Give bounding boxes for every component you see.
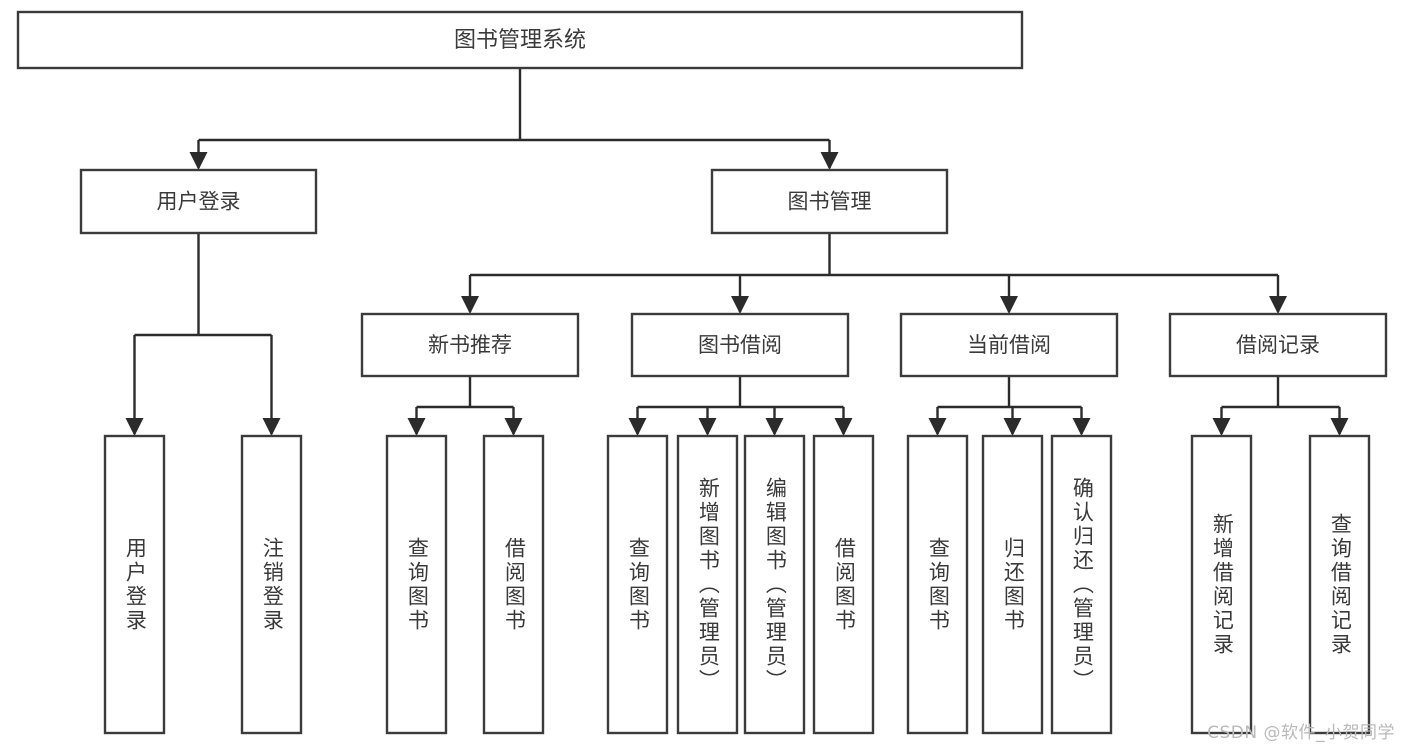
node-leaf-borrow-book-2[interactable] [812,434,875,735]
node-book-borrow-rect [630,312,850,378]
node-leaf-user-logout[interactable] [240,434,303,735]
node-leaf-add-book-rect [676,434,739,735]
arrow-head-icon [189,152,208,170]
arrow-head-icon [1072,418,1091,436]
node-leaf-confirm-return-rect [1050,434,1113,735]
node-user-login-rect [79,168,318,235]
node-leaf-query-record-rect [1308,434,1371,735]
node-borrow-record-label: 借阅记录 [1236,333,1320,357]
node-book-borrow[interactable]: 图书借阅 [630,312,850,378]
node-leaf-edit-book[interactable] [743,434,806,735]
arrow-head-icon [1212,418,1231,436]
arrow-head-icon [407,418,426,436]
node-book-borrow-label: 图书借阅 [698,333,782,357]
node-current-borrow-rect [899,312,1119,378]
node-leaf-user-login-rect [103,434,166,735]
node-leaf-return-book[interactable] [981,434,1044,735]
arrow-head-icon [698,418,717,436]
arrow-head-icon [731,296,749,314]
arrow-head-icon [765,418,784,436]
arrow-head-icon [1003,418,1022,436]
node-leaf-add-record-rect [1190,434,1253,735]
arrow-head-icon [1269,296,1287,314]
node-book-manage-rect [710,168,949,235]
arrow-head-icon [628,418,647,436]
node-borrow-record-rect [1168,312,1388,378]
arrow-head-icon [461,296,479,314]
node-leaf-query-book-1[interactable] [385,434,448,735]
node-current-borrow[interactable]: 当前借阅 [899,312,1119,378]
node-leaf-borrow-book-2-rect [812,434,875,735]
node-book-manage[interactable]: 图书管理 [710,168,949,235]
node-leaf-user-logout-rect [240,434,303,735]
node-root-system[interactable]: 图书管理系统 [16,10,1024,70]
node-borrow-record[interactable]: 借阅记录 [1168,312,1388,378]
node-root-system-label: 图书管理系统 [454,28,586,53]
node-new-book-recommend-rect [360,312,580,378]
arrow-head-icon [262,418,281,436]
arrow-head-icon [834,418,853,436]
node-new-book-recommend[interactable]: 新书推荐 [360,312,580,378]
node-leaf-query-book-3[interactable] [906,434,969,735]
node-user-login[interactable]: 用户登录 [79,168,318,235]
node-leaf-query-record[interactable] [1308,434,1371,735]
node-leaf-borrow-book-1[interactable] [482,434,545,735]
node-current-borrow-label: 当前借阅 [967,333,1051,357]
node-leaf-return-book-rect [981,434,1044,735]
node-leaf-confirm-return[interactable] [1050,434,1113,735]
arrow-head-icon [928,418,947,436]
node-leaf-user-login[interactable] [103,434,166,735]
arrow-head-icon [1330,418,1349,436]
node-leaf-query-book-1-rect [385,434,448,735]
node-user-login-label: 用户登录 [157,190,241,214]
arrow-head-icon [1000,296,1018,314]
node-book-manage-label: 图书管理 [788,190,872,214]
node-leaf-add-record[interactable] [1190,434,1253,735]
arrow-head-icon [504,418,523,436]
node-leaf-query-book-3-rect [906,434,969,735]
node-leaf-add-book[interactable] [676,434,739,735]
node-leaf-edit-book-rect [743,434,806,735]
node-new-book-recommend-label: 新书推荐 [428,333,512,357]
node-leaf-borrow-book-1-rect [482,434,545,735]
arrow-head-icon [125,418,144,436]
node-root-system-rect [16,10,1024,70]
node-leaf-query-book-2[interactable] [606,434,669,735]
arrow-head-icon [820,152,839,170]
watermark-text: CSDN @软件_小贺同学 [1207,723,1395,743]
node-leaf-query-book-2-rect [606,434,669,735]
